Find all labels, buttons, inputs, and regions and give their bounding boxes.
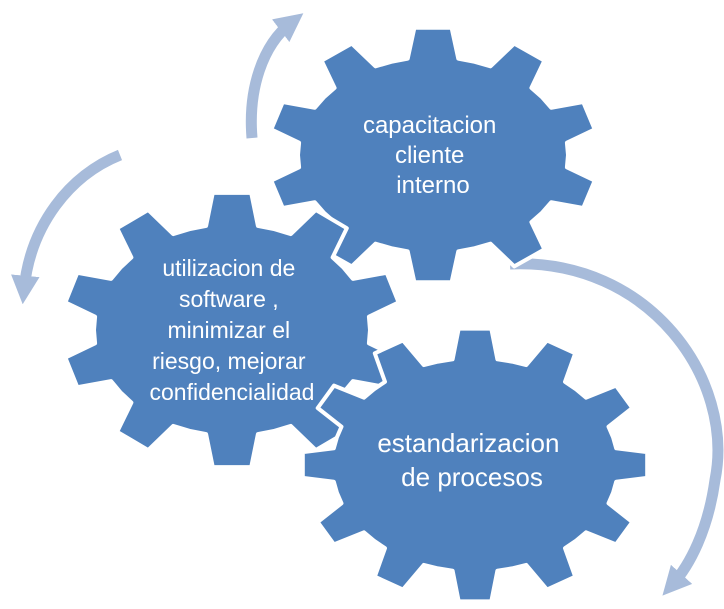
top-left-arrow: [245, 13, 304, 139]
gear-label-line: software ,: [179, 286, 279, 312]
gear-label-line: capacitacion: [363, 112, 496, 139]
gear-label-line: utilizacion de: [162, 255, 295, 281]
gear-label-line: minimizar el: [167, 317, 290, 343]
gear-capacitacion: [269, 25, 597, 285]
right-arrow: [509, 258, 724, 596]
gear-label-line: de procesos: [401, 462, 543, 492]
gear-label-line: riesgo, mejorar: [152, 348, 306, 374]
gear-utilizacion: [63, 190, 401, 470]
gear-estandarizacion: [300, 326, 650, 604]
gear-label-line: cliente: [395, 142, 464, 169]
gear-estandarizacion-label: estandarizacion de procesos: [377, 428, 566, 492]
left-arrow: [11, 149, 123, 305]
gear-label-line: confidencialidad: [150, 379, 315, 405]
gear-label-line: interno: [396, 172, 469, 199]
gear-utilizacion-label: utilizacion de software , minimizar el r…: [150, 255, 315, 405]
gear-capacitacion-label: capacitacion cliente interno: [363, 112, 503, 199]
gear-label-line: estandarizacion: [377, 428, 559, 458]
